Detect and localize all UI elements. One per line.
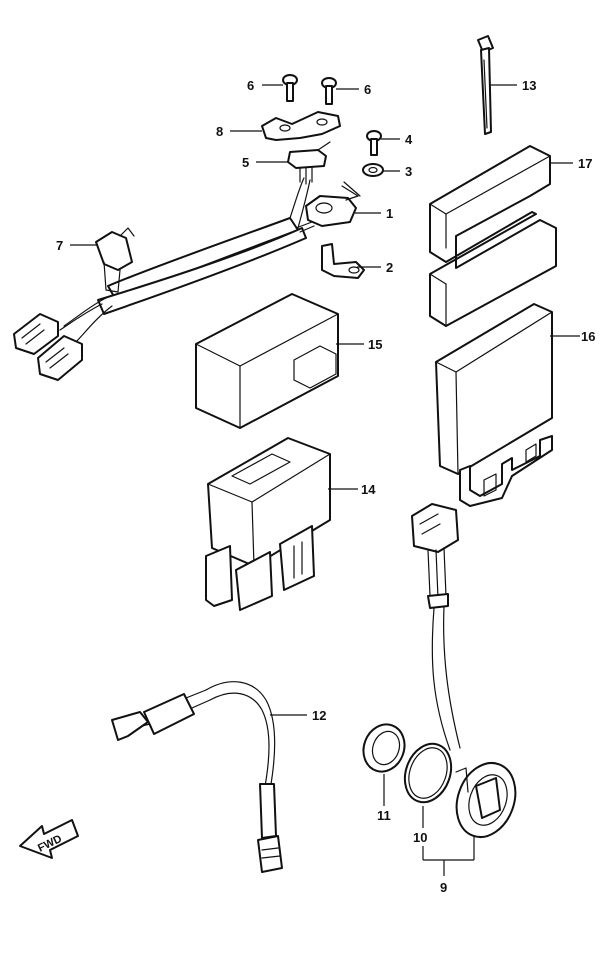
part-16-ecu xyxy=(435,303,553,507)
part-7-clamp xyxy=(95,227,135,293)
callout-15: 15 xyxy=(368,337,382,352)
callout-7: 7 xyxy=(56,238,63,253)
harness-connector-right xyxy=(37,335,83,381)
callout-17: 17 xyxy=(578,156,592,171)
part-2-pin xyxy=(321,243,365,279)
callout-12: 12 xyxy=(312,708,326,723)
harness-connector-left xyxy=(13,313,59,355)
part-9-switch xyxy=(455,762,517,838)
part-8-bracket xyxy=(261,111,341,141)
part-11-ring xyxy=(362,723,406,773)
wire-harness xyxy=(59,177,315,345)
part-10-oring xyxy=(403,742,453,804)
callout-9: 9 xyxy=(440,880,447,895)
part-15-cover xyxy=(195,293,339,429)
fwd-arrow-icon: FWD xyxy=(19,819,79,859)
part-12-switch-harness xyxy=(111,681,283,873)
callout-5: 5 xyxy=(242,155,249,170)
callout-4: 4 xyxy=(405,132,413,147)
callout-8: 8 xyxy=(216,124,223,139)
part-4-screw xyxy=(366,130,382,156)
part-17-holder xyxy=(429,145,557,327)
callout-13: 13 xyxy=(522,78,536,93)
part-9-harness xyxy=(411,503,461,751)
part-6-screw-left xyxy=(282,74,298,102)
callout-2: 2 xyxy=(386,260,393,275)
callout-6-left: 6 xyxy=(247,78,254,93)
part-6-screw-right xyxy=(321,77,337,105)
callout-14: 14 xyxy=(361,482,376,497)
callout-10: 10 xyxy=(413,830,427,845)
part-14-relay xyxy=(205,437,331,611)
callout-11: 11 xyxy=(377,808,391,823)
part-13-cable-tie xyxy=(477,35,494,135)
callout-16: 16 xyxy=(581,329,595,344)
callout-1: 1 xyxy=(386,206,393,221)
callout-6-right: 6 xyxy=(364,82,371,97)
part-1-sensor xyxy=(305,185,359,227)
part-5-switch xyxy=(287,141,331,185)
part-3-washer xyxy=(362,163,384,177)
callout-3: 3 xyxy=(405,164,412,179)
